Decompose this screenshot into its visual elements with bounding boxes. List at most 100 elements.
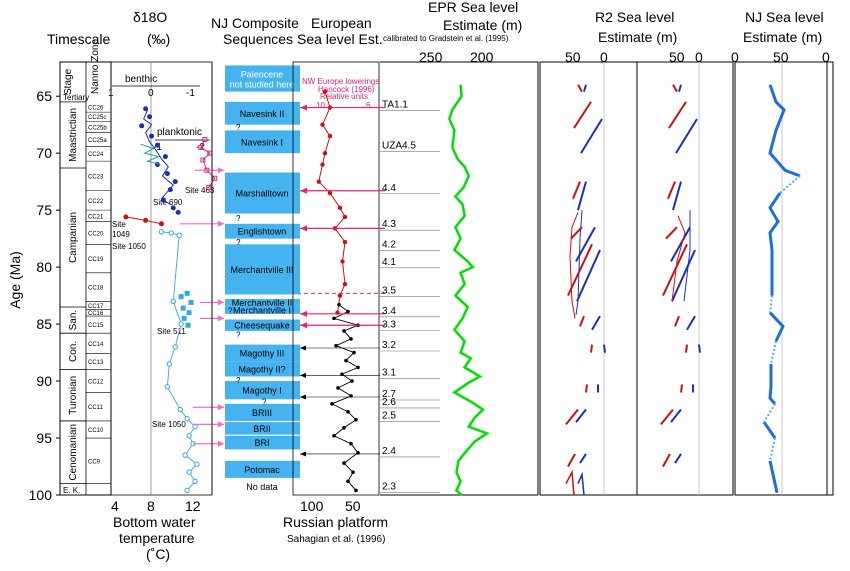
benthic-tick-minus1: -1 <box>186 88 195 99</box>
european-header-line2: Sea level Est. <box>297 31 383 47</box>
r2b-red-segment <box>674 315 680 327</box>
boundary-label: 2.6 <box>382 397 396 408</box>
nanno-label: CC16 <box>88 311 104 317</box>
site-1050-point <box>166 361 173 367</box>
boundary-arrowhead <box>300 372 306 378</box>
european-point <box>337 205 343 211</box>
timescale-header: Timescale <box>47 31 110 47</box>
russian-point <box>332 433 336 438</box>
uncertain-marker: ? <box>236 376 241 385</box>
site-1050-lower-label: Site 1050 <box>152 420 186 429</box>
nanno-label: CC9 <box>88 459 101 465</box>
site-690-point <box>154 142 160 148</box>
r2b-red-segment <box>667 181 676 200</box>
r2b-red-segment <box>680 384 683 393</box>
site-511-point <box>181 315 187 321</box>
r2b-blue-segment <box>672 181 682 211</box>
r2-blue-segment <box>591 315 601 331</box>
boundary-label: TA1.1 <box>382 100 408 111</box>
european-point <box>327 133 333 139</box>
nanno-label: CC18 <box>88 286 104 292</box>
benthic-label: benthic <box>125 74 157 85</box>
r2-red-segment <box>567 453 576 468</box>
site-1050-point <box>184 415 190 422</box>
age-tick-label: 65 <box>36 88 52 104</box>
russian-platform-label: Russian platform <box>283 514 388 530</box>
epr-header-line1: EPR Sea level <box>428 0 518 15</box>
site-1050-point <box>164 384 171 390</box>
europe-units: Relative units <box>320 92 368 101</box>
boundary-arrowhead <box>300 451 306 457</box>
sequence-label-line2: not studied here <box>230 80 295 90</box>
r2-red-segment <box>577 84 583 93</box>
russian-point <box>344 358 348 363</box>
site-1049-point <box>143 217 149 223</box>
sequence-block <box>225 344 300 362</box>
r2b-red-segment <box>662 453 671 468</box>
r2b-red-segment <box>662 243 688 297</box>
russian-point <box>342 329 346 333</box>
boundary-label: 3.5 <box>382 285 396 296</box>
site-463-point <box>200 157 206 163</box>
russian-point <box>342 425 346 430</box>
site-1050-point <box>184 487 190 494</box>
site-1050-point <box>192 423 198 430</box>
europe-arrowhead <box>300 225 307 232</box>
european-point <box>320 122 325 127</box>
site-690-point <box>147 114 153 120</box>
boundary-label: 2.7 <box>382 389 396 400</box>
sequence-block <box>225 305 300 314</box>
site-511-point <box>184 290 190 296</box>
nj-solid-segment <box>768 311 785 342</box>
russian-point <box>349 337 353 341</box>
correlation-arrowhead <box>218 167 224 174</box>
site-1050-point <box>168 230 175 236</box>
age-tick-label: 100 <box>29 487 53 503</box>
nanno-label: CC14 <box>88 342 104 348</box>
r2-blue-segment <box>583 84 587 92</box>
r2-blue-segment <box>577 181 587 211</box>
sequence-label: BRI <box>254 438 269 448</box>
russian-point <box>337 302 341 307</box>
site-463-label: Site 463 <box>185 186 215 195</box>
sequence-block <box>225 223 300 239</box>
site-511-point <box>178 294 184 300</box>
russian-tick-50: 50 <box>345 498 361 514</box>
nj-panel: 0 50 0 <box>731 49 834 496</box>
r2-blue-segment <box>580 118 603 154</box>
r2-red-segment <box>565 408 579 425</box>
r2-tick-0-a: 0 <box>600 49 608 65</box>
stage-label: Cenomanian <box>68 424 79 481</box>
nj-tick-0-right: 0 <box>822 49 830 65</box>
sequence-label: Cheesequake <box>234 321 290 331</box>
r2-red-segment <box>579 315 585 327</box>
epr-line <box>447 84 490 496</box>
europe-arrowhead <box>300 187 307 194</box>
sequence-label: Magothy II? <box>238 365 285 375</box>
european-curve <box>318 91 346 313</box>
epr-tick-250: 250 <box>419 49 443 65</box>
european-point <box>342 239 348 245</box>
sequence-block <box>225 381 300 400</box>
european-panel: NW Europe lowerings Hancock (1996) Relat… <box>292 61 380 514</box>
benthic-tick-1: 1 <box>108 88 114 99</box>
r2b-blue-segment <box>678 84 682 92</box>
age-tick-label: 70 <box>36 145 52 161</box>
sequence-block <box>225 244 300 295</box>
site-1050-point <box>194 461 200 467</box>
nj-dashed-segment <box>770 340 777 365</box>
site-463-point <box>212 175 218 181</box>
site-690-line <box>143 109 174 205</box>
european-point <box>327 190 333 196</box>
boundary-label: UZA4.5 <box>382 141 416 152</box>
nanno-label: CC12 <box>88 380 104 386</box>
correlation-arrowhead <box>218 299 224 306</box>
r2b-blue-segment <box>670 226 691 262</box>
r2b-red-segment <box>668 101 687 129</box>
site-690-point <box>175 209 181 215</box>
nj-tick-50: 50 <box>773 49 789 65</box>
boundary-label: 3.3 <box>382 319 396 330</box>
russian-point <box>346 410 350 414</box>
r2-tick-50-b: 50 <box>669 49 685 65</box>
